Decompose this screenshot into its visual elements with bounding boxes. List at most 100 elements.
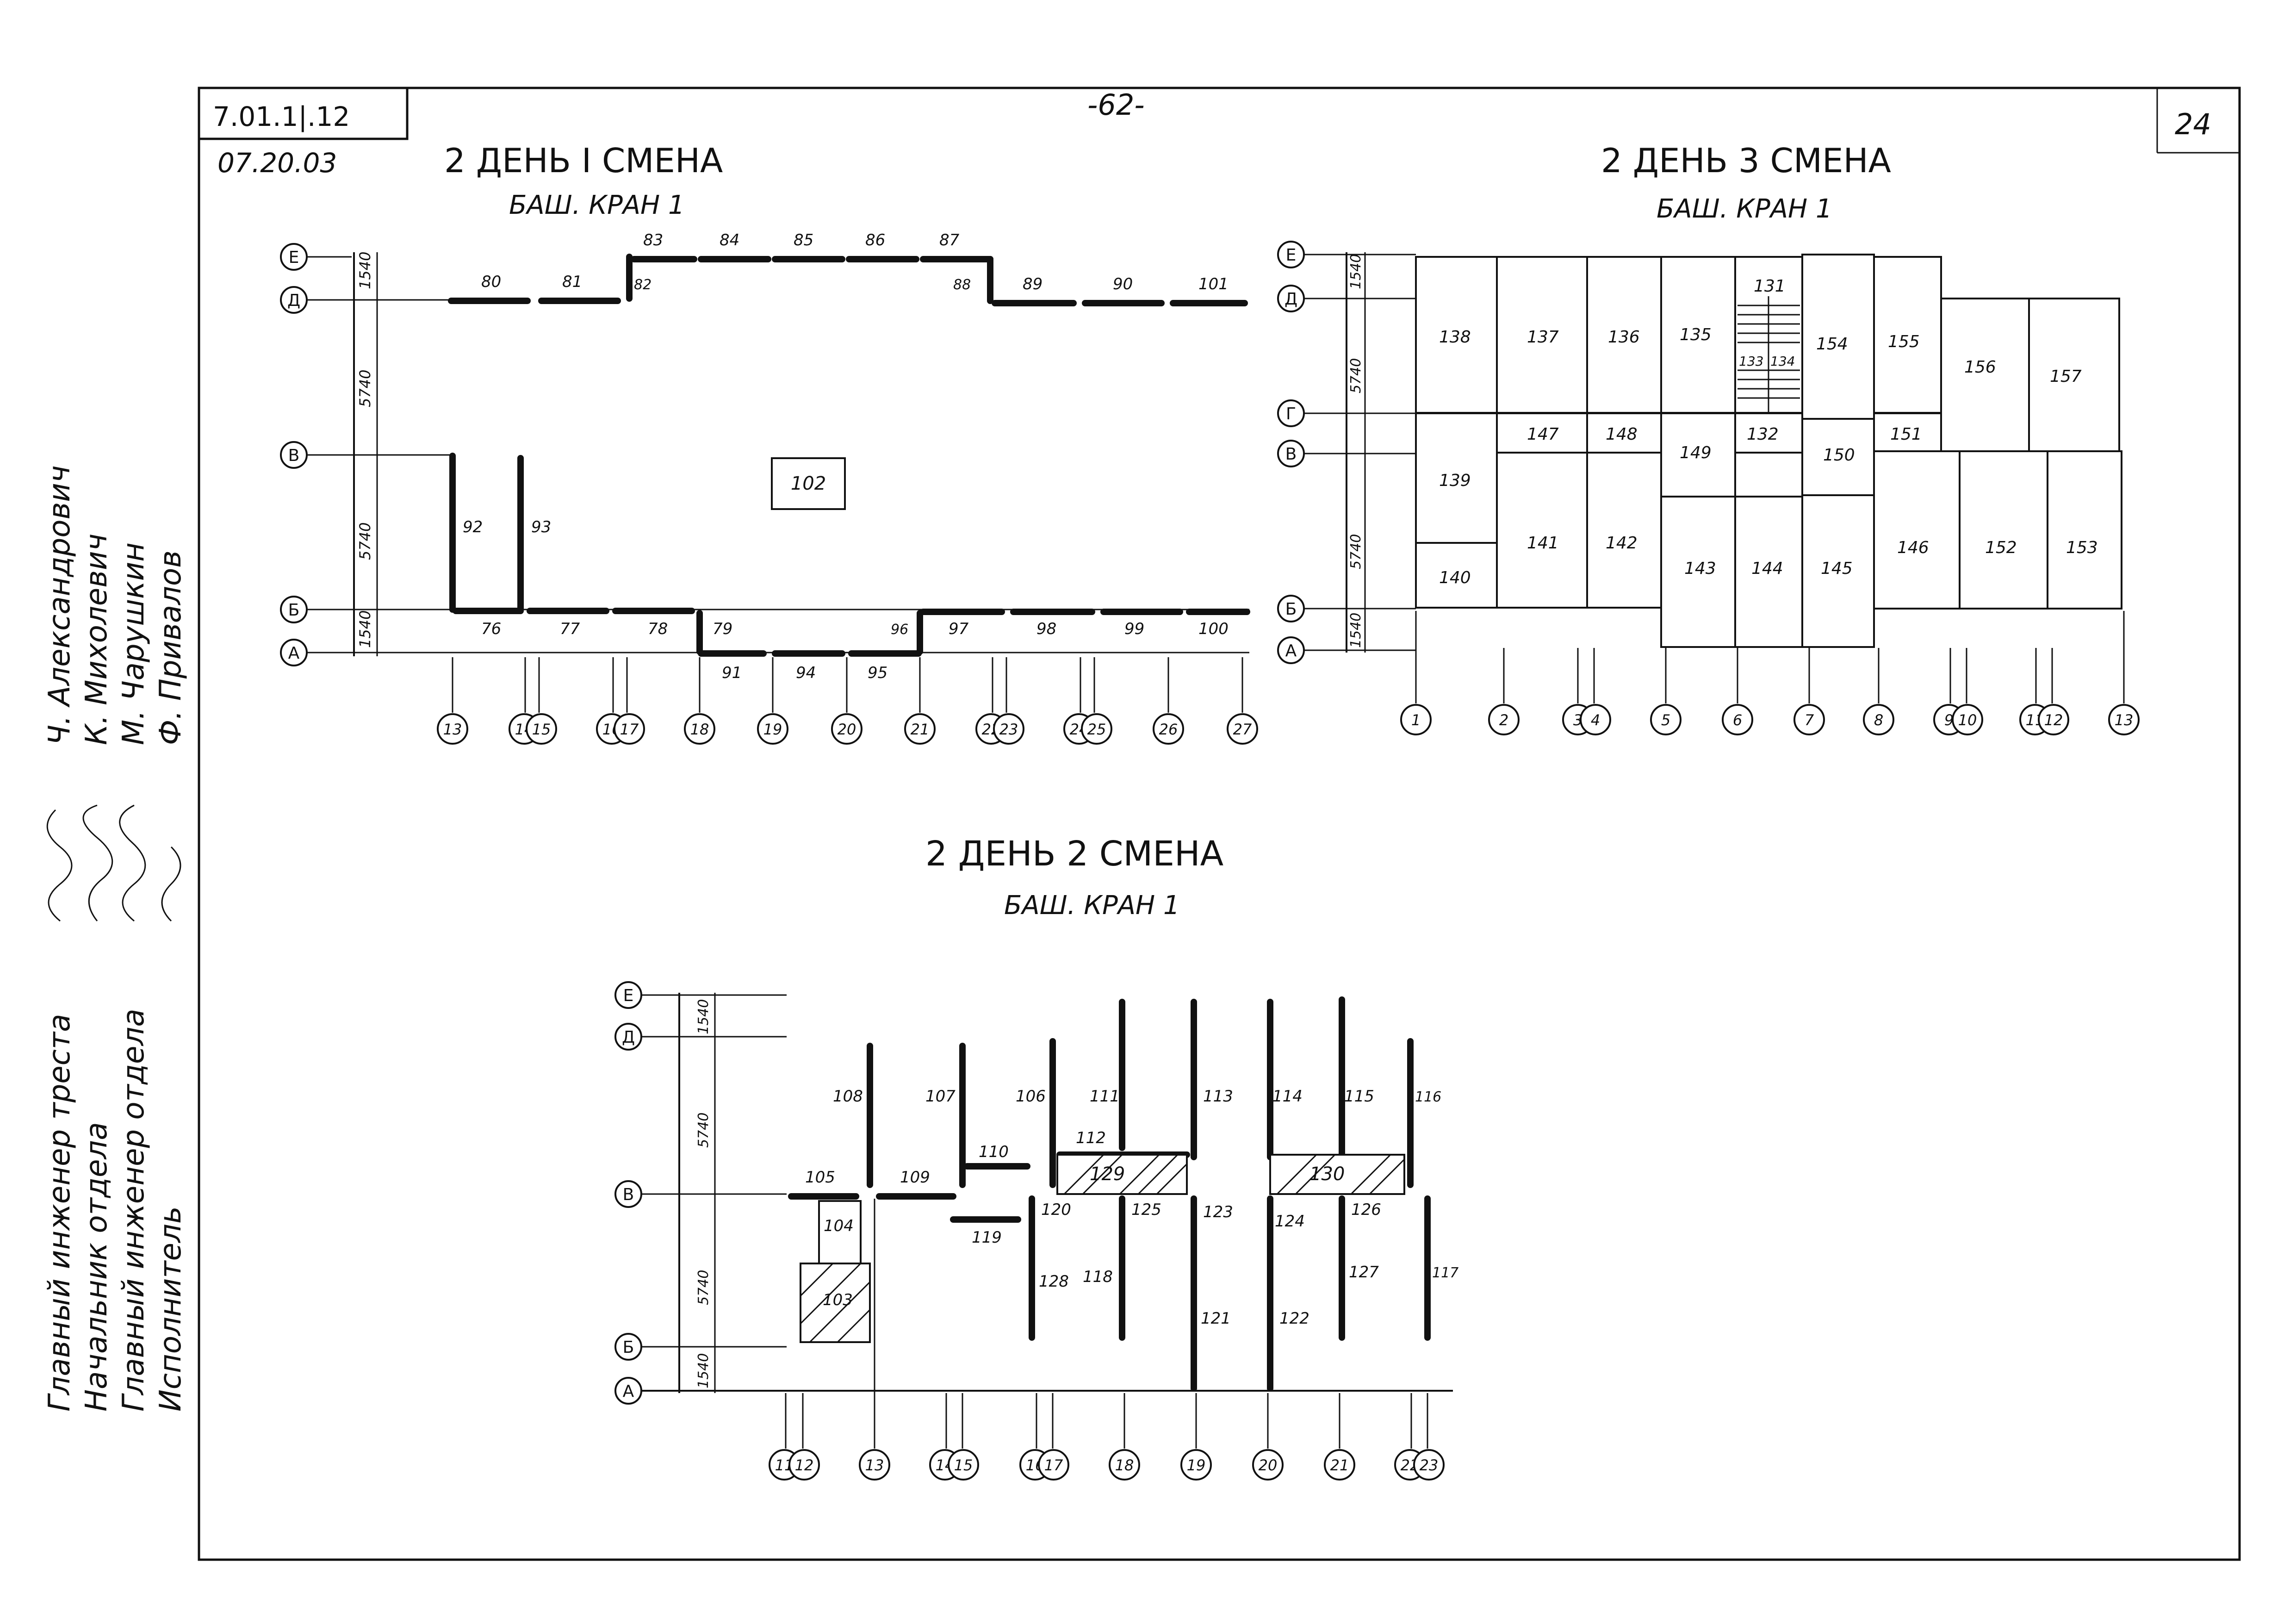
doc-code: 7.01.1|.12: [213, 101, 350, 132]
panel-label: 150: [1823, 446, 1855, 465]
panel-label: 105: [805, 1168, 835, 1187]
row-marker: Е: [1286, 246, 1297, 265]
panel-label: 139: [1439, 471, 1471, 490]
column-marker: 20: [838, 721, 856, 738]
panel-label: 84: [720, 231, 739, 249]
panel-label: 122: [1279, 1309, 1309, 1328]
dimension: 5740: [356, 523, 374, 560]
role-3: Главный инженер отдела: [117, 1008, 151, 1412]
doc-date: 07.20.03: [217, 147, 337, 179]
center-label: 102: [791, 473, 826, 494]
panel-label: 89: [1023, 275, 1043, 293]
column-marker: 15: [532, 721, 551, 738]
panel-label: 156: [1964, 358, 1996, 377]
panel-label: 107: [925, 1087, 956, 1106]
panel-label: 98: [1036, 620, 1056, 638]
panel-label: 121: [1201, 1309, 1231, 1328]
handwritten-signature-4: [161, 846, 181, 922]
column-marker: 18: [1115, 1456, 1134, 1474]
dimension: 5740: [1348, 534, 1364, 569]
stamp-box: [198, 87, 409, 140]
panel-label: 79: [713, 620, 732, 638]
panel-label: 101: [1198, 275, 1229, 293]
panel-label: 87: [939, 231, 960, 249]
column-marker: 19: [763, 721, 782, 738]
name-3: М. Чарушкин: [117, 542, 151, 745]
block-label: 103: [823, 1291, 853, 1309]
panel-label: 126: [1351, 1201, 1381, 1219]
row-marker: Г: [1286, 404, 1296, 423]
block-label: 129: [1090, 1164, 1125, 1185]
column-marker: 13: [2115, 711, 2134, 729]
panel-label: 77: [560, 620, 580, 638]
panel-label: 128: [1039, 1272, 1069, 1291]
column-marker: 9: [1944, 711, 1954, 729]
panel-label: 114: [1272, 1087, 1303, 1106]
name-2: К. Михолевич: [80, 534, 114, 745]
dimension: 5740: [1348, 358, 1364, 393]
dimension: 5740: [695, 1113, 712, 1148]
panel-label: 119: [972, 1228, 1002, 1247]
panel-label: 136: [1608, 328, 1640, 347]
role-4: Исполнитель: [154, 1206, 188, 1412]
panel-label: 76: [481, 620, 501, 638]
panel-label: 112: [1076, 1129, 1106, 1147]
panel-label: 99: [1124, 620, 1144, 638]
panel-label: 127: [1349, 1263, 1379, 1282]
panel-label: 157: [2050, 367, 2082, 386]
panel-label: 96: [891, 622, 908, 638]
panel-label: 115: [1344, 1087, 1374, 1106]
dimension: 5740: [695, 1270, 712, 1305]
plan-title: 2 ДЕНЬ 3 СМЕНА: [1601, 141, 1891, 180]
column-marker: 17: [620, 721, 639, 738]
column-marker: 27: [1233, 721, 1252, 738]
panel-label: 90: [1113, 275, 1133, 293]
panel-label: 142: [1606, 534, 1638, 553]
panel-label: 155: [1888, 332, 1920, 351]
panel-label: 110: [979, 1143, 1009, 1161]
panel-label: 83: [643, 231, 663, 249]
column-marker: 26: [1159, 721, 1178, 738]
plan-subtitle: БАШ. КРАН 1: [509, 190, 685, 220]
panel-label: 135: [1680, 325, 1712, 344]
row-marker: Д: [622, 1028, 635, 1047]
column-marker: 23: [1420, 1456, 1439, 1474]
plan-subtitle: БАШ. КРАН 1: [1004, 890, 1180, 921]
block-label: 130: [1309, 1164, 1345, 1185]
panel-label: 152: [1985, 538, 2017, 557]
panel-label: 100: [1198, 620, 1229, 638]
column-marker: 15: [954, 1456, 973, 1474]
column-marker: 4: [1591, 711, 1600, 729]
panel-label: 81: [562, 273, 582, 291]
panel-label: 124: [1275, 1212, 1305, 1231]
panel-label: 97: [949, 620, 969, 638]
stair-hatch: [1738, 296, 1800, 413]
panel-label: 140: [1439, 568, 1471, 587]
name-1: Ч. Александрович: [43, 465, 77, 745]
panel-label: 94: [796, 664, 816, 682]
sheet-number: 24: [2175, 107, 2211, 141]
panel-label: 93: [531, 518, 551, 536]
panel-label: 86: [865, 231, 885, 249]
panel-label: 149: [1680, 443, 1712, 462]
row-marker: А: [623, 1382, 634, 1401]
panel-label: 144: [1751, 559, 1783, 578]
center-element: [771, 457, 846, 510]
panel-label: 153: [2066, 538, 2098, 557]
plan-subtitle: БАШ. КРАН 1: [1657, 194, 1832, 224]
dimension: 1540: [695, 999, 712, 1034]
plan-day2-shift3: 2 ДЕНЬ 3 СМЕНА БАШ. КРАН 1 Е Д Г В Б А 1…: [1277, 141, 2140, 735]
panel-label: 116: [1415, 1089, 1441, 1105]
panel-label: 131: [1754, 277, 1786, 296]
row-marker: Б: [1285, 600, 1297, 619]
page-number: -62-: [1087, 88, 1145, 122]
column-marker: 21: [911, 721, 930, 738]
handwritten-signature-2: [82, 804, 113, 921]
panel-label: 148: [1606, 425, 1638, 444]
row-marker: А: [288, 644, 300, 663]
dimension: 1540: [356, 252, 374, 289]
column-marker: 13: [443, 721, 462, 738]
plan-day2-shift1: 2 ДЕНЬ I СМЕНА БАШ. КРАН 1 Е Д В Б А 154…: [280, 141, 1258, 745]
hatched-block: [1269, 1154, 1405, 1195]
role-2: Начальник отдела: [80, 1122, 114, 1412]
